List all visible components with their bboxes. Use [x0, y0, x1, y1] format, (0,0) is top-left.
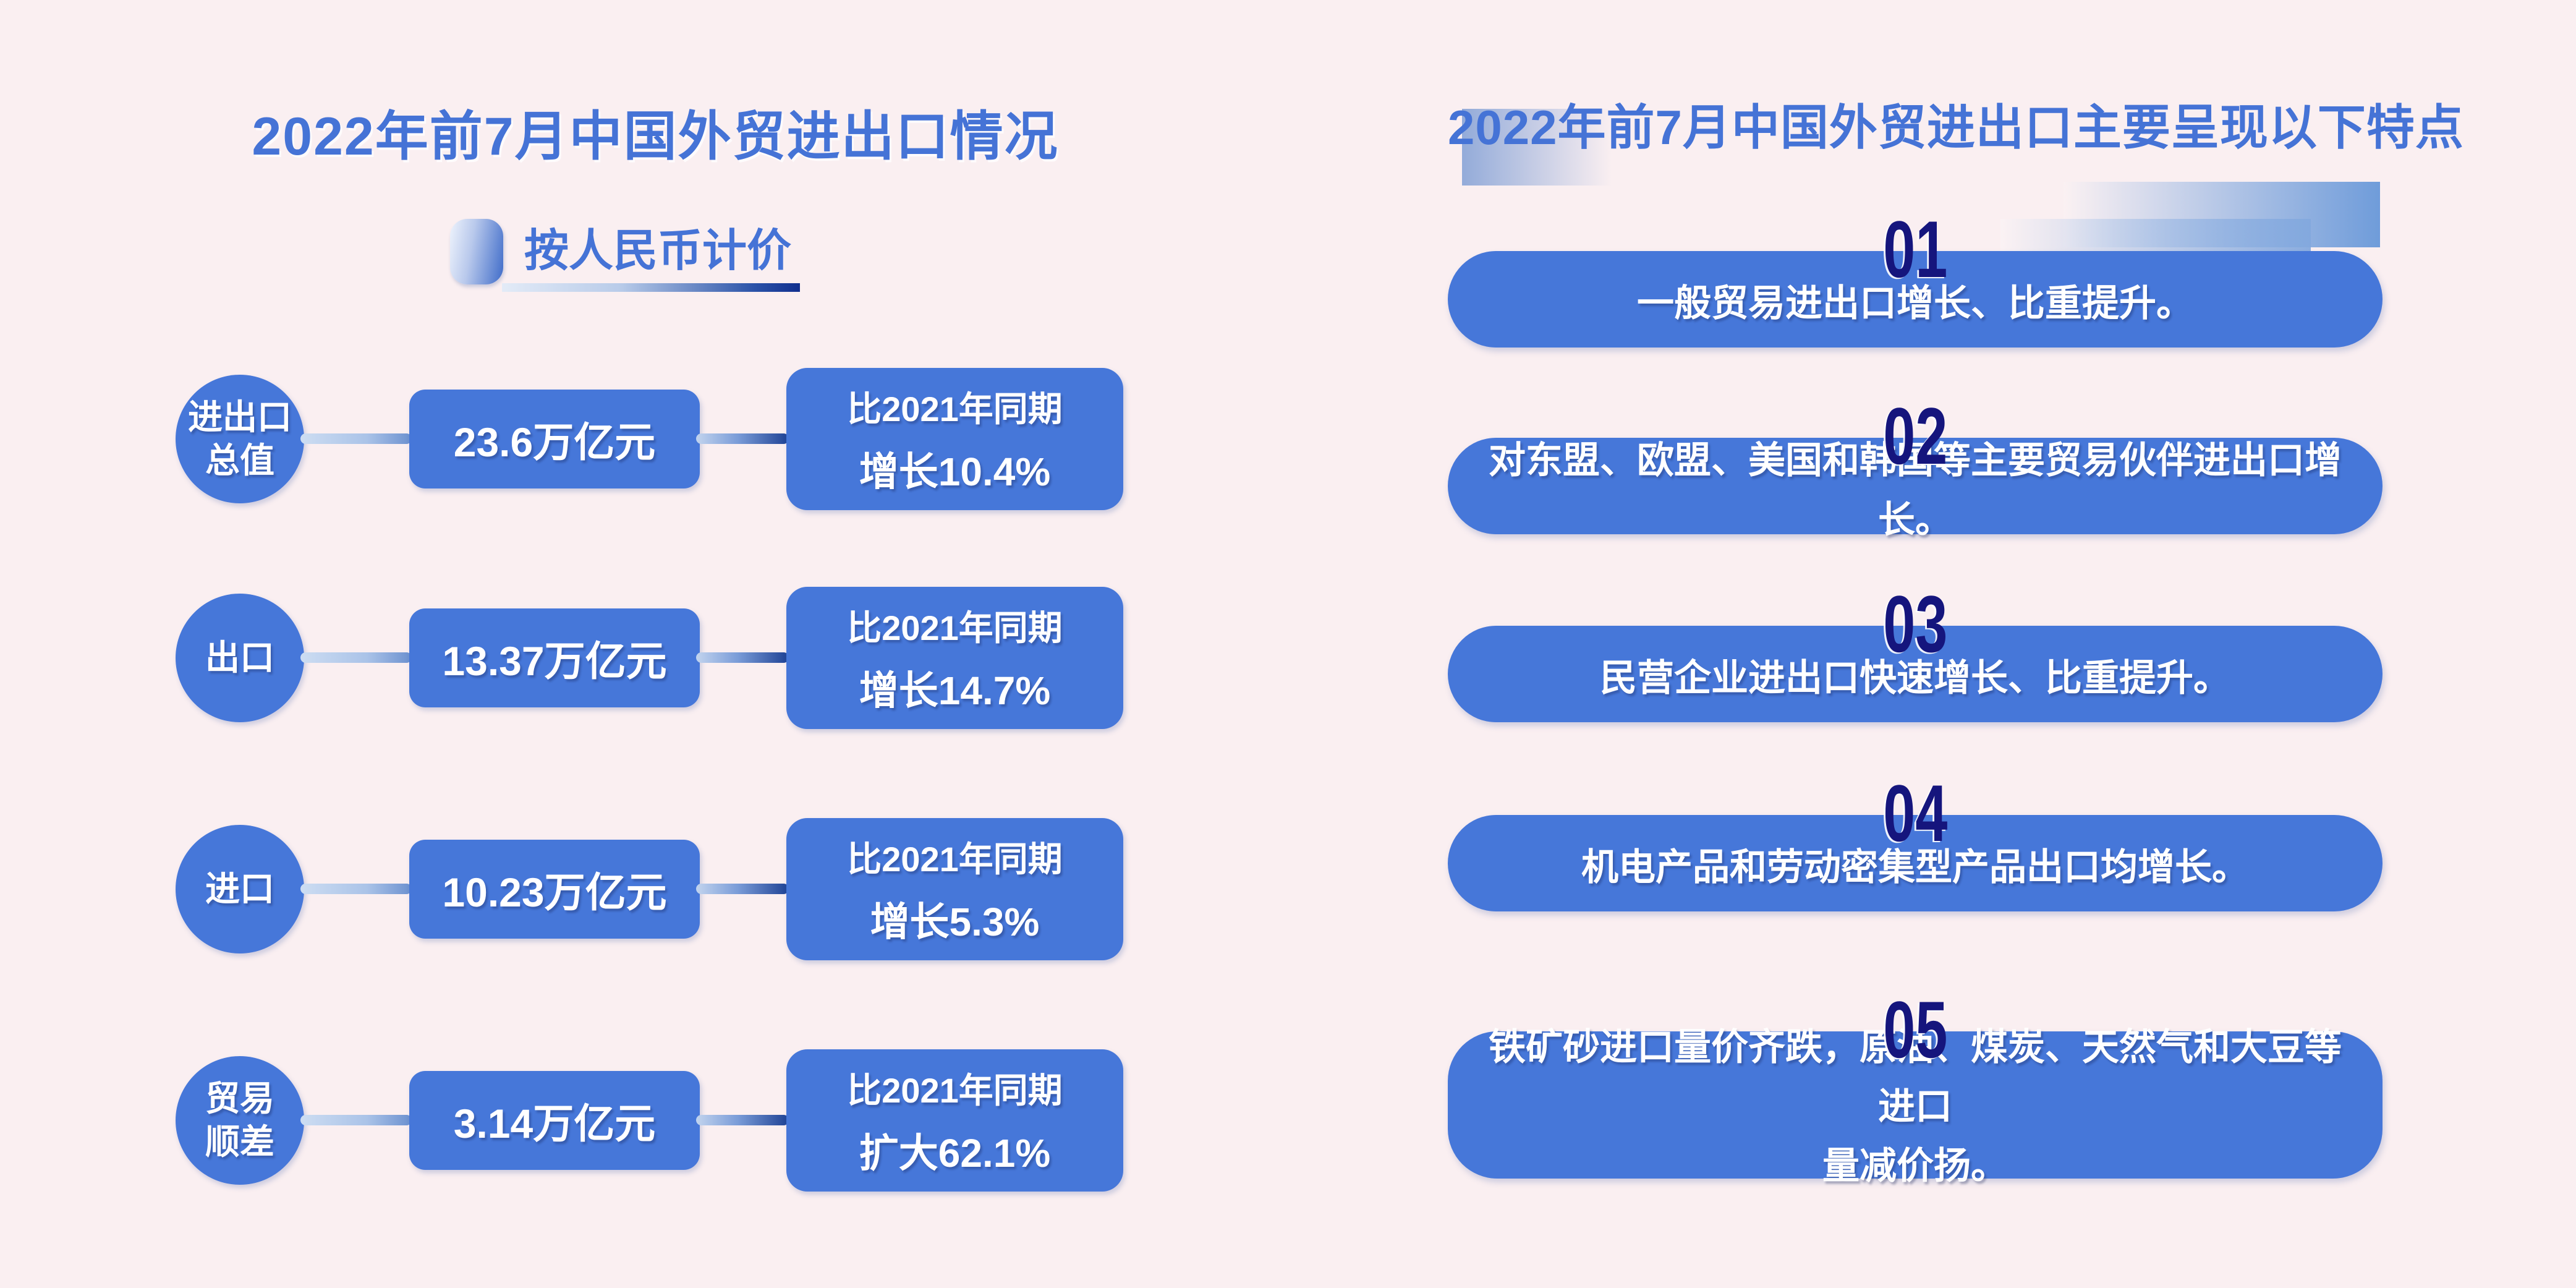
stat-circle-label: 进出口 总值	[176, 375, 304, 503]
connector-line	[300, 1115, 412, 1125]
feature-number: 03	[1448, 584, 2383, 664]
feature-item-2: 02 对东盟、欧盟、美国和韩国等主要贸易伙伴进出口增长。	[1448, 396, 2383, 540]
left-panel-title: 2022年前7月中国外贸进出口情况	[252, 107, 1059, 166]
feature-number-digits: 01	[1882, 204, 1948, 294]
stat-compare-box: 比2021年同期 增长14.7%	[786, 587, 1123, 729]
feature-pill-box: 一般贸易进出口增长、比重提升。	[1448, 251, 2383, 348]
compare-label: 比2021年同期	[847, 389, 1063, 429]
feature-number-digits: 05	[1882, 984, 1948, 1075]
right-panel-title: 2022年前7月中国外贸进出口主要呈现以下特点	[1448, 100, 2464, 155]
feature-pill-box: 对东盟、欧盟、美国和韩国等主要贸易伙伴进出口增长。	[1448, 438, 2383, 540]
connector-line	[696, 652, 789, 663]
connector-line	[300, 652, 412, 663]
feature-number-digits: 02	[1882, 391, 1948, 481]
stat-circle-label: 出口	[176, 594, 304, 722]
stat-row-surplus: 贸易 顺差 3.14万亿元 比2021年同期 扩大62.1%	[0, 1049, 1286, 1192]
feature-number-digits: 03	[1882, 579, 1948, 669]
compare-label: 比2021年同期	[847, 839, 1063, 879]
gradient-bar-decoration	[1462, 109, 1632, 186]
feature-number: 05	[1448, 989, 2383, 1070]
change-value: 增长5.3%	[870, 899, 1040, 944]
connector-line	[696, 1115, 789, 1125]
stat-row-total: 进出口 总值 23.6万亿元 比2021年同期 增长10.4%	[0, 368, 1286, 510]
subtitle-label: 按人民币计价	[524, 226, 792, 276]
stat-value-box: 13.37万亿元	[409, 608, 700, 707]
stat-value-box: 10.23万亿元	[409, 840, 700, 939]
feature-number-digits: 04	[1882, 768, 1948, 858]
stat-circle-label: 贸易 顺差	[176, 1056, 304, 1185]
stat-compare-box: 比2021年同期 增长10.4%	[786, 368, 1123, 510]
stat-row-export: 出口 13.37万亿元 比2021年同期 增长14.7%	[0, 587, 1286, 729]
feature-text: 机电产品和劳动密集型产品出口均增长。	[1581, 847, 2249, 888]
feature-number: 01	[1448, 209, 2383, 289]
stat-value-box: 23.6万亿元	[409, 390, 700, 488]
connector-line	[300, 433, 412, 444]
subtitle-underline-bar	[502, 283, 800, 292]
feature-number: 02	[1448, 396, 2383, 476]
feature-item-3: 03 民营企业进出口快速增长、比重提升。	[1448, 584, 2383, 722]
stat-compare-box: 比2021年同期 增长5.3%	[786, 818, 1123, 960]
connector-line	[696, 433, 789, 444]
change-value: 扩大62.1%	[859, 1130, 1051, 1175]
pill-badge-icon	[450, 219, 503, 284]
change-value: 增长14.7%	[859, 668, 1051, 713]
stat-compare-box: 比2021年同期 扩大62.1%	[786, 1049, 1123, 1192]
subtitle-group: 按人民币计价	[450, 219, 883, 299]
feature-text: 一般贸易进出口增长、比重提升。	[1637, 283, 2193, 324]
stat-circle-label: 进口	[176, 825, 304, 953]
feature-pill-box: 铁矿砂进口量价齐跌，原油、煤炭、天然气和大豆等进口 量减价扬。	[1448, 1026, 2383, 1187]
feature-item-4: 04 机电产品和劳动密集型产品出口均增长。	[1448, 773, 2383, 911]
feature-number: 04	[1448, 773, 2383, 853]
feature-text: 对东盟、欧盟、美国和韩国等主要贸易伙伴进出口增长。	[1489, 440, 2342, 540]
feature-pill-box: 民营企业进出口快速增长、比重提升。	[1448, 626, 2383, 722]
feature-text: 铁矿砂进口量价齐跌，原油、煤炭、天然气和大豆等进口 量减价扬。	[1489, 1026, 2342, 1187]
stat-value-box: 3.14万亿元	[409, 1071, 700, 1170]
connector-line	[696, 884, 789, 894]
feature-pill-box: 机电产品和劳动密集型产品出口均增长。	[1448, 815, 2383, 911]
feature-item-5: 05 铁矿砂进口量价齐跌，原油、煤炭、天然气和大豆等进口 量减价扬。	[1448, 989, 2383, 1187]
compare-label: 比2021年同期	[847, 1070, 1063, 1110]
change-value: 增长10.4%	[859, 449, 1051, 494]
feature-item-1: 01 一般贸易进出口增长、比重提升。	[1448, 209, 2383, 348]
compare-label: 比2021年同期	[847, 608, 1063, 647]
feature-text: 民营企业进出口快速增长、比重提升。	[1600, 657, 2230, 699]
stat-row-import: 进口 10.23万亿元 比2021年同期 增长5.3%	[0, 818, 1286, 960]
connector-line	[300, 884, 412, 894]
